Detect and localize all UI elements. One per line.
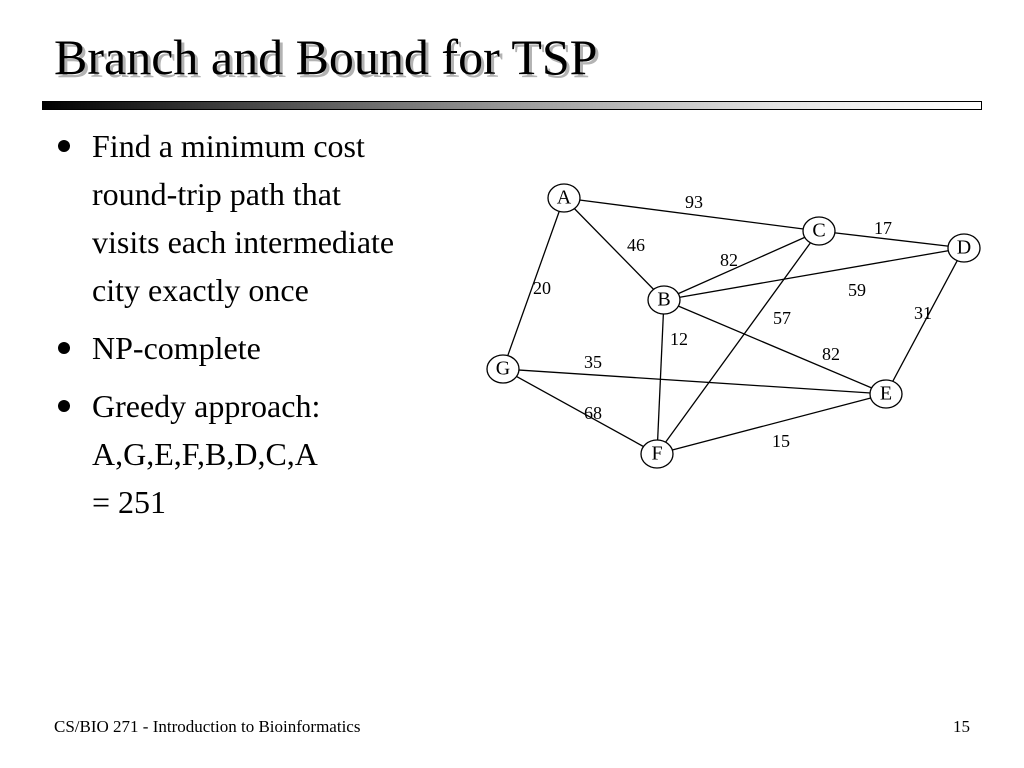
- edge-B-D: [663, 247, 965, 301]
- edge-D-E: [885, 247, 965, 395]
- edge-weight-A-C: 93: [685, 192, 703, 212]
- edge-weight-C-D: 17: [874, 218, 892, 238]
- node-D: D: [947, 233, 981, 263]
- tsp-graph: 93 46 20 17 82 59 57 12 82 31 35 68 15 A B C D E F G: [486, 183, 981, 469]
- node-circle-A: [547, 183, 581, 213]
- bullet-text: Greedy approach: A,G,E,F,B,D,C,A = 251: [92, 388, 321, 520]
- node-G: G: [486, 354, 520, 384]
- edge-weight-B-C: 82: [720, 250, 738, 270]
- edge-weight-A-B: 46: [627, 235, 645, 255]
- edge-B-C: [663, 230, 820, 301]
- node-circle-B: [647, 285, 681, 315]
- bullet-item: Find a minimum cost round-trip path that…: [56, 122, 476, 314]
- node-circle-F: [640, 439, 674, 469]
- edge-F-E: [656, 393, 887, 455]
- edge-weight-B-D: 59: [848, 280, 866, 300]
- bullet-text: NP-complete: [92, 330, 261, 366]
- node-circle-D: [947, 233, 981, 263]
- node-F: F: [640, 439, 674, 469]
- edge-weight-B-F: 12: [670, 329, 688, 349]
- edge-C-D: [818, 230, 965, 249]
- node-label-B: B: [657, 289, 670, 311]
- node-B: B: [647, 285, 681, 315]
- edge-weight-G-E: 35: [584, 352, 602, 372]
- edge-weight-F-E: 15: [772, 431, 790, 451]
- node-circle-E: [869, 379, 903, 409]
- edge-B-E: [663, 299, 887, 395]
- edge-weight-D-E: 31: [914, 303, 932, 323]
- node-E: E: [869, 379, 903, 409]
- bullet-item: Greedy approach: A,G,E,F,B,D,C,A = 251: [56, 382, 476, 526]
- edge-G-E: [502, 368, 887, 395]
- edge-A-B: [563, 197, 665, 301]
- node-C: C: [802, 216, 836, 246]
- edge-A-C: [563, 197, 820, 232]
- node-label-D: D: [957, 237, 971, 259]
- node-label-E: E: [880, 383, 892, 405]
- edge-weight-B-E: 82: [822, 344, 840, 364]
- node-label-A: A: [557, 187, 572, 209]
- node-label-G: G: [496, 358, 510, 380]
- node-circle-G: [486, 354, 520, 384]
- edge-weight-F-C: 57: [773, 308, 791, 328]
- footer-page-number: 15: [953, 717, 970, 736]
- bullet-item: NP-complete: [56, 324, 476, 372]
- node-A: A: [547, 183, 581, 213]
- edge-F-C: [656, 230, 820, 455]
- slide-title: Branch and Bound for TSP: [54, 29, 598, 85]
- edge-B-F: [656, 299, 665, 455]
- edge-weight-G-F: 68: [584, 403, 602, 423]
- footer-course: CS/BIO 271 - Introduction to Bioinformat…: [54, 717, 361, 736]
- edge-G-F: [502, 368, 658, 455]
- bullet-list: Find a minimum cost round-trip path that…: [56, 122, 476, 536]
- edge-A-G: [502, 197, 565, 370]
- node-circle-C: [802, 216, 836, 246]
- node-label-C: C: [812, 220, 825, 242]
- node-label-F: F: [651, 443, 662, 465]
- bullet-text: Find a minimum cost round-trip path that…: [92, 128, 395, 308]
- edge-weight-A-G: 20: [533, 278, 551, 298]
- title-rule: [42, 101, 982, 110]
